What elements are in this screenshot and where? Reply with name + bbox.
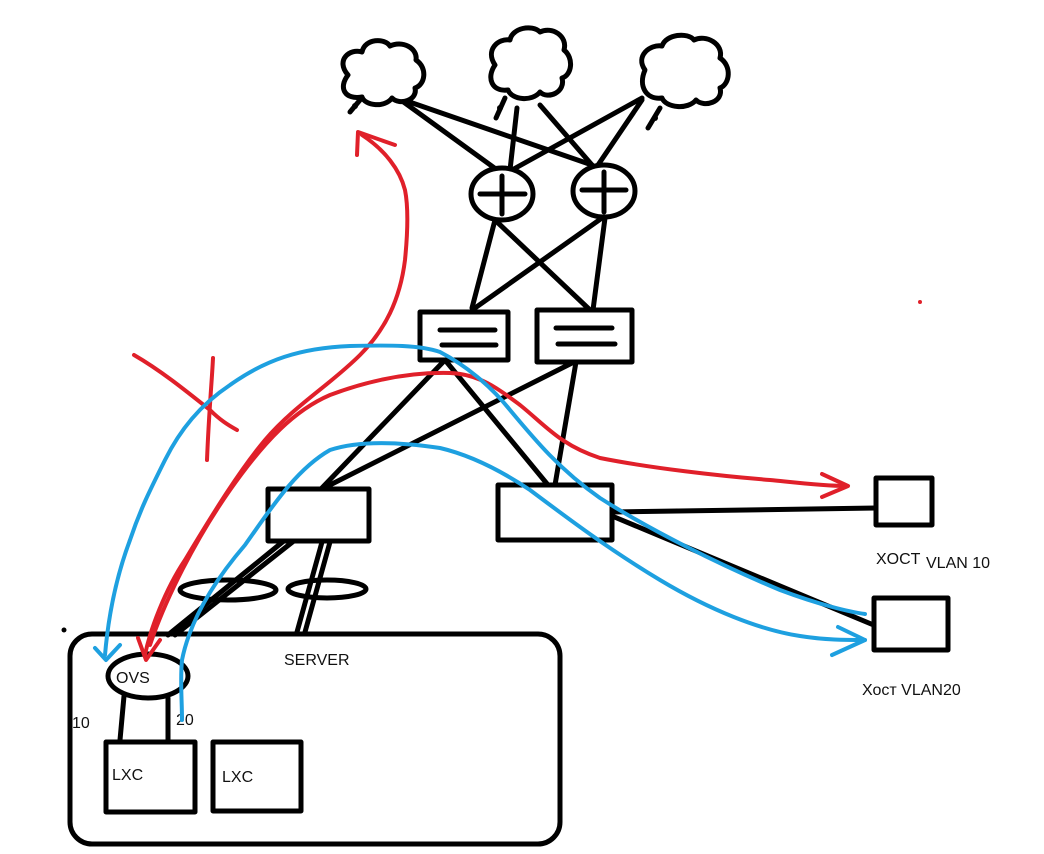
cloud-dot-icon [497, 105, 503, 111]
lxc-container-1 [103, 739, 198, 815]
stray-red-dot [918, 300, 922, 304]
router-core-links [469, 215, 608, 313]
link-cloud2-router1 [507, 105, 520, 173]
blue-path-lower [179, 441, 867, 722]
link-core1-access1 [317, 357, 448, 493]
host-vlan20 [871, 595, 951, 653]
vlan-port-10-label: 10 [72, 715, 90, 732]
cloud-dot-icon [652, 115, 658, 121]
host-vlan10-label-suffix: VLAN 10 [926, 555, 990, 572]
lxc-container-1-label: LXC [112, 767, 143, 784]
lag-ellipse-2 [285, 577, 369, 601]
core-switch-2 [534, 307, 635, 365]
cloud-1 [340, 38, 427, 115]
link-core2-access2 [552, 359, 579, 488]
switch-icon [534, 307, 635, 365]
router-1 [468, 165, 536, 223]
link-router1-core1 [469, 217, 498, 311]
vlan-port-20-label: 20 [176, 712, 194, 729]
link-cloud1-router1 [395, 95, 503, 175]
server-box [67, 631, 563, 847]
red-x-mark [132, 353, 239, 462]
ovs-label: OVS [116, 670, 150, 687]
blue-path-upper [93, 343, 867, 662]
access-switch-1 [265, 486, 372, 544]
link-router2-core2 [590, 215, 608, 313]
link-cloud2-router2 [537, 102, 595, 168]
link-access2-host10 [609, 505, 879, 515]
cloud-icon [488, 25, 573, 101]
lag-ellipse-1 [177, 577, 279, 603]
lxc-container-2 [210, 739, 304, 814]
cloud-router-links [395, 95, 645, 175]
blue-path-from-ovs-vlan20 [179, 441, 867, 722]
link-router2-core1 [472, 215, 605, 311]
red-path-to-cloud [143, 133, 410, 657]
link-cloud1-router2 [395, 95, 595, 168]
arrowhead-icon [830, 625, 867, 657]
arrowhead-icon [136, 636, 162, 662]
link-router1-core2 [492, 217, 593, 313]
cross-mark-stroke [205, 356, 215, 462]
host-vlan20-label: Хост VLAN20 [862, 682, 961, 699]
link-cloud3-router1 [509, 95, 645, 173]
cloud-3 [639, 32, 731, 131]
red-path-internet [143, 130, 410, 657]
red-path-host-vlan10 [136, 370, 850, 662]
blue-path-to-host-vlan20 [103, 343, 867, 657]
server-uplinks [165, 537, 369, 638]
host-vlan10-label-prefix: XOCT [876, 551, 921, 568]
arrowhead-icon [93, 643, 122, 662]
arrowhead-icon [820, 472, 850, 499]
lxc-container-2-label: LXC [222, 769, 253, 786]
link-ovs-lxc-vlan10 [117, 693, 127, 743]
stray-dot [61, 627, 67, 633]
switch-icon [417, 309, 511, 363]
core-access-links [317, 357, 579, 493]
link-core1-access2 [442, 357, 551, 488]
router-2 [570, 162, 638, 220]
cloud-icon [340, 38, 427, 108]
link-core2-access1 [317, 359, 577, 493]
link-cloud3-router2 [595, 97, 645, 168]
red-path-to-host-vlan10 [148, 370, 847, 647]
cloud-icon [639, 32, 731, 109]
server-label: SERVER [284, 652, 350, 669]
cloud-dot-icon [352, 103, 358, 109]
core-switch-1 [417, 309, 511, 363]
arrowhead-icon [355, 130, 397, 157]
cloud-2 [488, 25, 573, 121]
host-vlan10 [873, 475, 935, 528]
